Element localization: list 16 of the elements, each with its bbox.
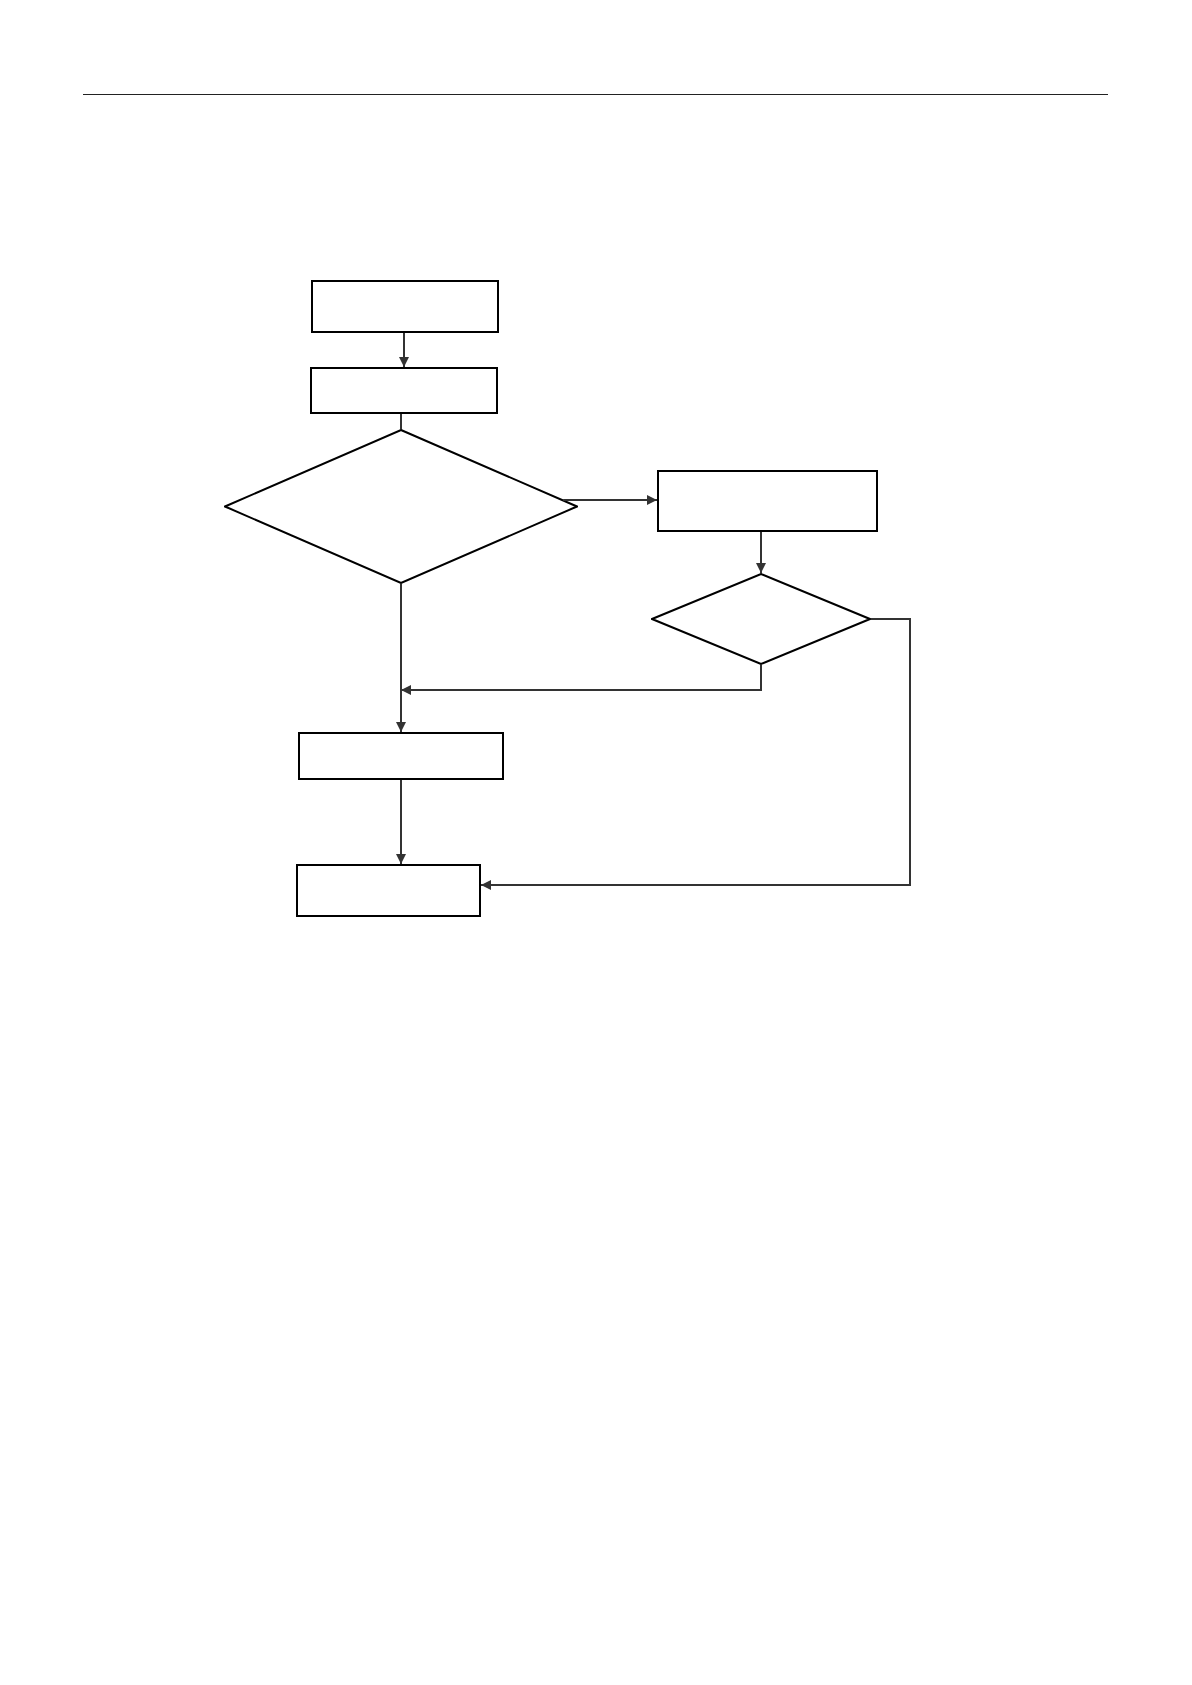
arrow	[756, 531, 766, 574]
connector-line	[400, 583, 402, 691]
process-box	[296, 864, 481, 917]
process-box	[311, 280, 499, 333]
arrow	[400, 664, 762, 695]
decision-diamond	[224, 429, 578, 584]
process-box	[657, 470, 878, 532]
arrow	[562, 495, 658, 505]
arrow	[480, 618, 911, 890]
process-box	[310, 367, 498, 414]
connector-line	[400, 413, 402, 430]
process-box	[298, 732, 504, 780]
arrow	[396, 779, 406, 865]
arrow	[399, 332, 409, 368]
decision-diamond	[651, 573, 871, 665]
arrow	[396, 689, 406, 733]
